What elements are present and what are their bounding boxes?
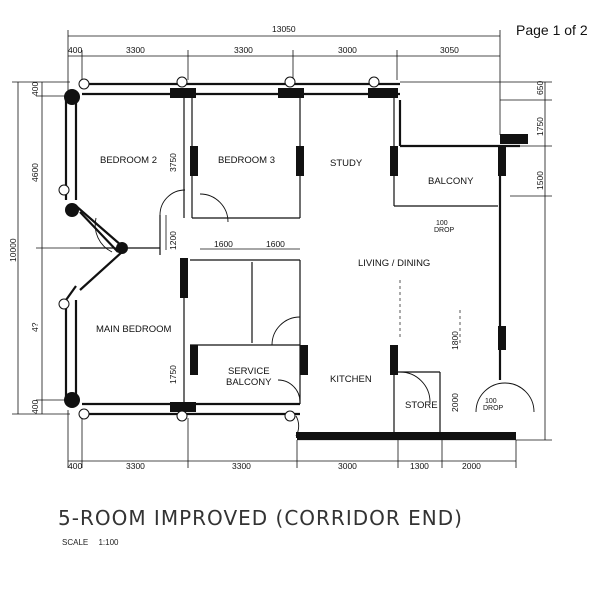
dim-left-1: 4600 bbox=[30, 163, 40, 182]
room-label-bedroom2: BEDROOM 2 bbox=[100, 155, 157, 166]
dim-left-total: 10000 bbox=[8, 238, 18, 262]
drop-value-entry: 100 bbox=[485, 398, 497, 405]
plan-scale: SCALE 1:100 bbox=[62, 538, 127, 547]
room-label-living-dining: LIVING / DINING bbox=[358, 258, 430, 269]
dim-interior-3750: 3750 bbox=[168, 153, 178, 172]
dim-right-1: 1750 bbox=[535, 117, 545, 136]
dim-bottom-4: 1300 bbox=[410, 461, 429, 471]
drop-label-entry: DROP bbox=[483, 405, 504, 412]
scale-value: 1:100 bbox=[98, 538, 119, 547]
drop-value-balcony: 100 bbox=[436, 220, 448, 227]
dim-left-2: 4? bbox=[30, 322, 40, 332]
room-label-study: STUDY bbox=[330, 158, 363, 169]
room-label-service-2: BALCONY bbox=[226, 377, 272, 388]
dim-bottom-3: 3000 bbox=[338, 461, 357, 471]
dim-right-0: 650 bbox=[535, 81, 545, 95]
dim-top-1: 3300 bbox=[126, 45, 145, 55]
room-label-balcony: BALCONY bbox=[428, 176, 474, 187]
dim-top-0: 400 bbox=[68, 45, 82, 55]
dim-interior-1200: 1200 bbox=[168, 231, 178, 250]
window-mullions bbox=[58, 76, 380, 422]
room-label-kitchen: KITCHEN bbox=[330, 374, 372, 385]
dim-interior-1750: 1750 bbox=[168, 365, 178, 384]
dim-top-2: 3300 bbox=[234, 45, 253, 55]
dim-bottom-2: 3300 bbox=[232, 461, 251, 471]
drop-label-balcony: DROP bbox=[434, 227, 455, 234]
dim-left-3: 400 bbox=[30, 400, 40, 414]
room-label-main-bedroom: MAIN BEDROOM bbox=[96, 324, 172, 335]
room-label-store: STORE bbox=[405, 400, 438, 411]
dim-bottom-1: 3300 bbox=[126, 461, 145, 471]
dim-bottom-0: 400 bbox=[68, 461, 82, 471]
plan-title: 5-ROOM IMPROVED (CORRIDOR END) bbox=[58, 506, 463, 530]
dim-interior-1600a: 1600 bbox=[214, 239, 233, 249]
room-label-bedroom3: BEDROOM 3 bbox=[218, 155, 275, 166]
interior-walls bbox=[80, 96, 498, 437]
dim-top-4: 3050 bbox=[440, 45, 459, 55]
page-indicator: Page 1 of 2 bbox=[516, 22, 588, 38]
dim-bottom-5: 2000 bbox=[462, 461, 481, 471]
exterior-walls bbox=[64, 82, 520, 441]
window-corner-blocks bbox=[64, 89, 128, 408]
room-label-service-1: SERVICE bbox=[228, 366, 270, 377]
dim-top-total: 13050 bbox=[272, 24, 296, 34]
scale-label: SCALE bbox=[62, 538, 89, 547]
hidden-lines bbox=[399, 280, 461, 345]
dim-right-2: 1500 bbox=[535, 171, 545, 190]
door-swings bbox=[94, 189, 535, 437]
floor-plan: BEDROOM 2 BEDROOM 3 STUDY BALCONY LIVING… bbox=[8, 24, 552, 471]
dim-left-0: 400 bbox=[30, 82, 40, 96]
dim-interior-1800: 1800 bbox=[450, 331, 460, 350]
dim-top-3: 3000 bbox=[338, 45, 357, 55]
dim-interior-1600b: 1600 bbox=[266, 239, 285, 249]
dim-interior-2000: 2000 bbox=[450, 393, 460, 412]
structural-columns bbox=[170, 88, 528, 438]
